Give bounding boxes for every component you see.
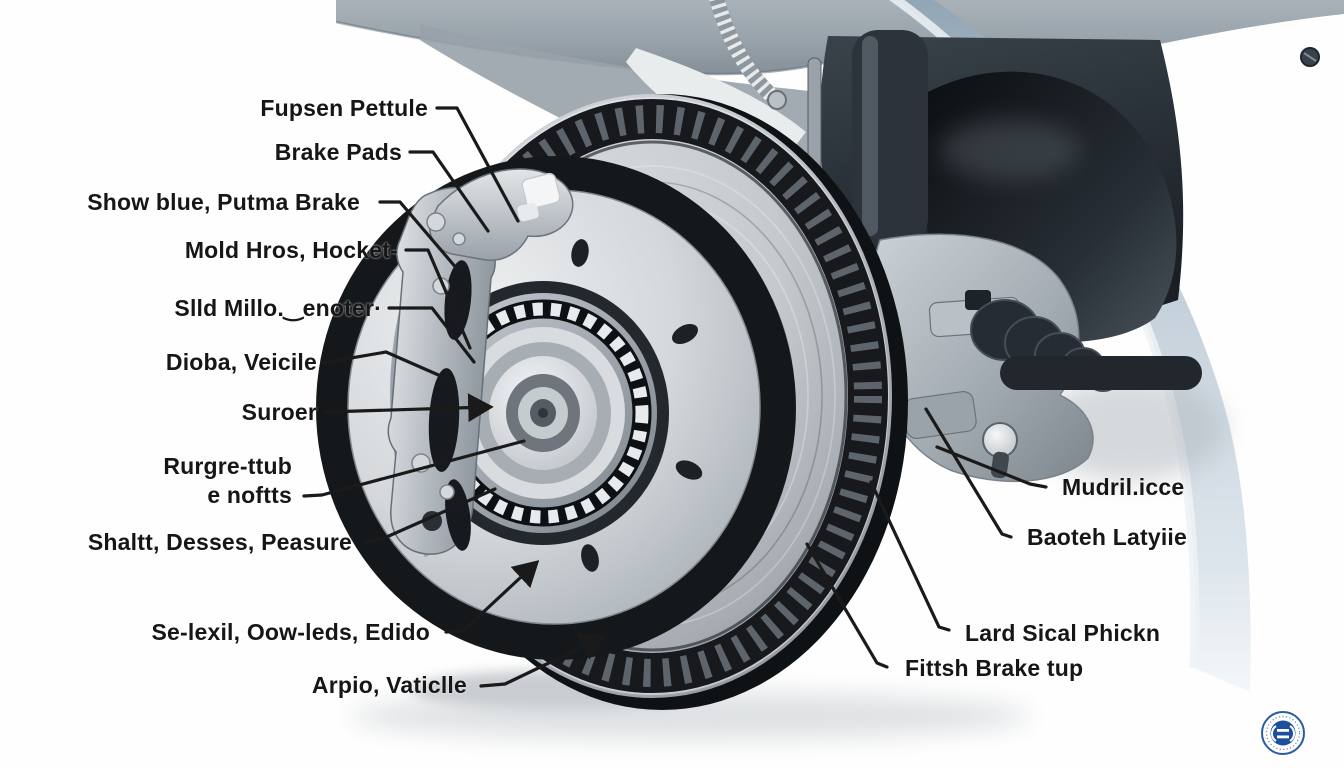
part-label: Baoteh Latyiie bbox=[1027, 524, 1188, 550]
part-label: Arpio, Vaticlle bbox=[311, 672, 467, 698]
part-label: Brake Pads bbox=[274, 139, 402, 165]
part-label: Show blue, Putma Brake bbox=[87, 189, 360, 215]
part-label-line2: e noftts bbox=[207, 482, 292, 508]
tie-rod bbox=[1000, 356, 1202, 390]
part-label: Suroer bbox=[241, 399, 317, 425]
part-label: Fittsh Brake tup bbox=[905, 655, 1084, 681]
part-label: Se-lexil, Oow-leds, Edido bbox=[151, 619, 430, 645]
guide-pin-clip bbox=[521, 172, 561, 210]
watermark-logo bbox=[1261, 711, 1305, 755]
leader-lines bbox=[302, 106, 1048, 688]
part-label: Dioba, Veicile bbox=[165, 349, 317, 375]
part-label: Slld Millo.‿enoter· bbox=[174, 295, 382, 321]
brake-pad bbox=[444, 260, 472, 340]
part-label: Rurgre-ttub e noftts bbox=[163, 452, 292, 510]
part-label-line1: Rurgre-ttub bbox=[163, 453, 292, 479]
brake-caliper bbox=[387, 168, 574, 558]
part-label: Shaltt, Desses, Peasure bbox=[87, 529, 352, 555]
part-label: Mold Hros, Hocket- bbox=[184, 237, 398, 263]
part-label: Fupsen Pettule bbox=[260, 95, 428, 121]
steering-knuckle bbox=[868, 233, 1225, 483]
brake-pad bbox=[428, 368, 460, 472]
part-label: Lard Sical Phickn bbox=[965, 620, 1161, 646]
part-label: Mudril.icce bbox=[1062, 474, 1185, 500]
